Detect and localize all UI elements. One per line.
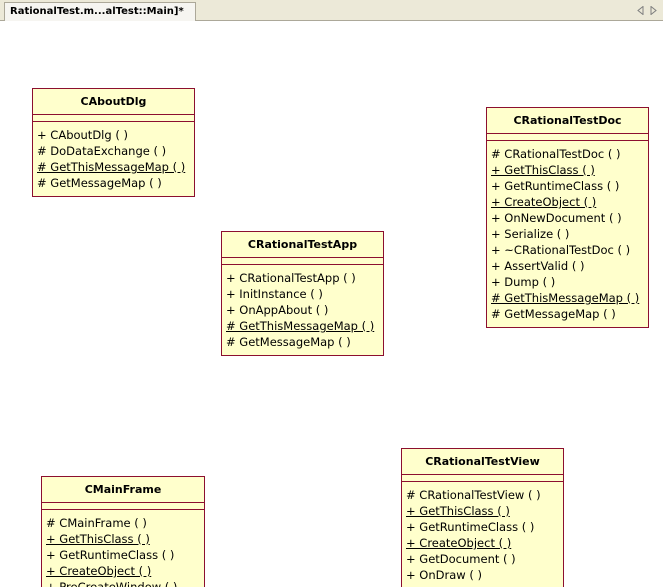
operation-item[interactable]: + InitInstance ( ) <box>226 287 323 301</box>
attribute-compartment <box>222 258 383 265</box>
operation-item[interactable]: # DoDataExchange ( ) <box>37 144 167 158</box>
class-name[interactable]: CRationalTestDoc <box>487 108 648 134</box>
tab-bar: RationalTest.m...alTest::Main]* <box>0 0 663 21</box>
operation-item[interactable]: + GetRuntimeClass ( ) <box>406 520 535 534</box>
operation-item[interactable]: # GetMessageMap ( ) <box>491 307 616 321</box>
scroll-tabs-right-button[interactable] <box>649 5 658 15</box>
scroll-tabs-left-button[interactable] <box>636 5 645 15</box>
operation-item[interactable]: # GetThisMessageMap ( ) <box>491 291 640 305</box>
operation-item[interactable]: + AssertValid ( ) <box>491 259 585 273</box>
diagram-canvas[interactable]: CAboutDlg + CAboutDlg ( ) # DoDataExchan… <box>0 21 663 587</box>
class-box-cmainframe[interactable]: CMainFrame # CMainFrame ( ) + GetThisCla… <box>41 476 205 587</box>
operation-item[interactable]: + CreateObject ( ) <box>406 536 512 550</box>
operation-item[interactable]: + Serialize ( ) <box>491 227 570 241</box>
attribute-compartment <box>487 134 648 141</box>
operation-item[interactable]: # CMainFrame ( ) <box>46 516 147 530</box>
class-box-crationaltestview[interactable]: CRationalTestView # CRationalTestView ( … <box>401 448 564 587</box>
operation-item[interactable]: + Dump ( ) <box>491 275 556 289</box>
scroll-tabs-right-icon <box>650 5 657 15</box>
operation-item[interactable]: + OnAppAbout ( ) <box>226 303 329 317</box>
operation-item[interactable]: + ~CRationalTestDoc ( ) <box>491 243 631 257</box>
operation-item[interactable]: + CreateObject ( ) <box>46 564 152 578</box>
tab-main-diagram[interactable]: RationalTest.m...alTest::Main]* <box>4 2 196 21</box>
operation-item[interactable]: # GetMessageMap ( ) <box>37 176 162 190</box>
operation-item[interactable]: # CRationalTestDoc ( ) <box>491 147 621 161</box>
operation-compartment: + CRationalTestApp ( ) + InitInstance ( … <box>222 265 383 355</box>
operation-item[interactable]: + GetThisClass ( ) <box>46 532 150 546</box>
operation-item[interactable]: + GetThisClass ( ) <box>406 504 510 518</box>
operation-item[interactable]: + PreCreateWindow ( ) <box>46 580 178 587</box>
operation-item[interactable]: + GetDocument ( ) <box>406 552 516 566</box>
operation-compartment: # CRationalTestDoc ( ) + GetThisClass ( … <box>487 141 648 327</box>
operation-item[interactable]: # GetMessageMap ( ) <box>226 335 351 349</box>
class-name[interactable]: CMainFrame <box>42 477 204 503</box>
scroll-tabs-left-icon <box>637 5 644 15</box>
operation-item[interactable]: + GetThisClass ( ) <box>491 163 595 177</box>
operation-compartment: + CAboutDlg ( ) # DoDataExchange ( ) # G… <box>33 122 194 196</box>
operation-item[interactable]: # GetThisMessageMap ( ) <box>37 160 186 174</box>
operation-item[interactable]: # GetThisMessageMap ( ) <box>226 319 375 333</box>
operation-item[interactable]: # CRationalTestView ( ) <box>406 488 541 502</box>
class-name[interactable]: CRationalTestView <box>402 449 563 475</box>
class-box-caboutdlg[interactable]: CAboutDlg + CAboutDlg ( ) # DoDataExchan… <box>32 88 195 197</box>
operation-item[interactable]: + CAboutDlg ( ) <box>37 128 128 142</box>
operation-item[interactable]: + GetRuntimeClass ( ) <box>46 548 175 562</box>
operation-item[interactable]: + OnDraw ( ) <box>406 568 482 582</box>
operation-compartment: # CMainFrame ( ) + GetThisClass ( ) + Ge… <box>42 510 204 587</box>
class-box-crationaltestapp[interactable]: CRationalTestApp + CRationalTestApp ( ) … <box>221 231 384 356</box>
operation-item[interactable]: + CRationalTestApp ( ) <box>226 271 356 285</box>
operation-compartment: # CRationalTestView ( ) + GetThisClass (… <box>402 482 563 583</box>
attribute-compartment <box>402 475 563 482</box>
operation-item[interactable]: + OnNewDocument ( ) <box>491 211 622 225</box>
attribute-compartment <box>42 503 204 510</box>
class-box-crationaltestdoc[interactable]: CRationalTestDoc # CRationalTestDoc ( ) … <box>486 107 649 328</box>
class-name[interactable]: CAboutDlg <box>33 89 194 115</box>
operation-item[interactable]: + GetRuntimeClass ( ) <box>491 179 620 193</box>
operation-item[interactable]: + CreateObject ( ) <box>491 195 597 209</box>
class-name[interactable]: CRationalTestApp <box>222 232 383 258</box>
attribute-compartment <box>33 115 194 122</box>
